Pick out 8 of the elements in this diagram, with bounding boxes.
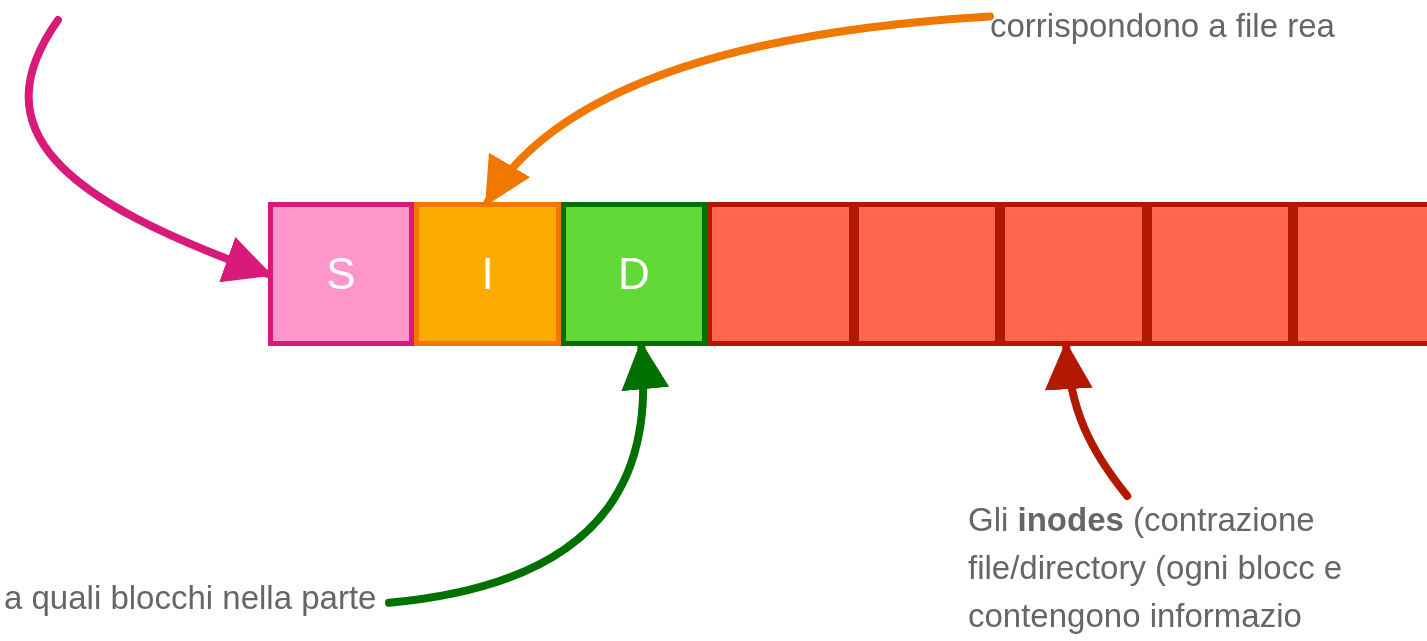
annotation-text: corrispondono a file rea <box>990 2 1420 50</box>
disk-block <box>1293 202 1427 346</box>
disk-block <box>707 202 854 346</box>
disk-block: S <box>268 202 414 346</box>
disk-block: D <box>561 202 707 346</box>
annotation-text: a quali blocchi nella parte <box>4 574 389 622</box>
annotation-text: Gli inodes (contrazione file/directory (ogni blocc e contengono informazio <box>968 496 1423 640</box>
disk-block: I <box>414 202 561 346</box>
